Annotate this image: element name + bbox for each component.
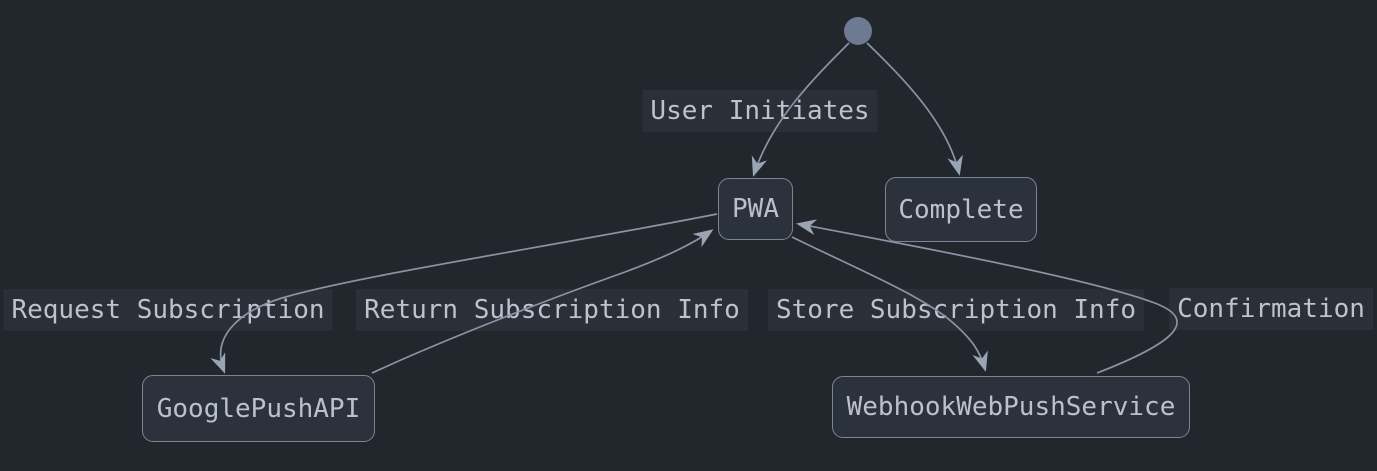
edge-label-store-subscription-info: Store Subscription Info <box>767 289 1145 331</box>
state-node-googlepushapi: GooglePushAPI <box>142 375 375 442</box>
state-node-complete: Complete <box>885 177 1037 242</box>
state-node-webhookwebpushservice: WebhookWebPushService <box>832 376 1190 438</box>
start-state-icon <box>844 17 872 45</box>
edge-start-to-complete <box>866 42 963 176</box>
edge-label-confirmation: Confirmation <box>1169 288 1373 330</box>
edge-label-return-subscription-info: Return Subscription Info <box>356 289 748 331</box>
state-node-complete-label: Complete <box>898 194 1024 225</box>
state-node-pwa: PWA <box>718 178 793 240</box>
state-node-pwa-label: PWA <box>732 194 779 224</box>
state-node-webhookwebpushservice-label: WebhookWebPushService <box>846 392 1176 422</box>
edge-label-request-subscription: Request Subscription <box>3 289 333 331</box>
state-node-googlepushapi-label: GooglePushAPI <box>156 393 361 424</box>
edge-label-user-initiates: User Initiates <box>642 90 878 132</box>
